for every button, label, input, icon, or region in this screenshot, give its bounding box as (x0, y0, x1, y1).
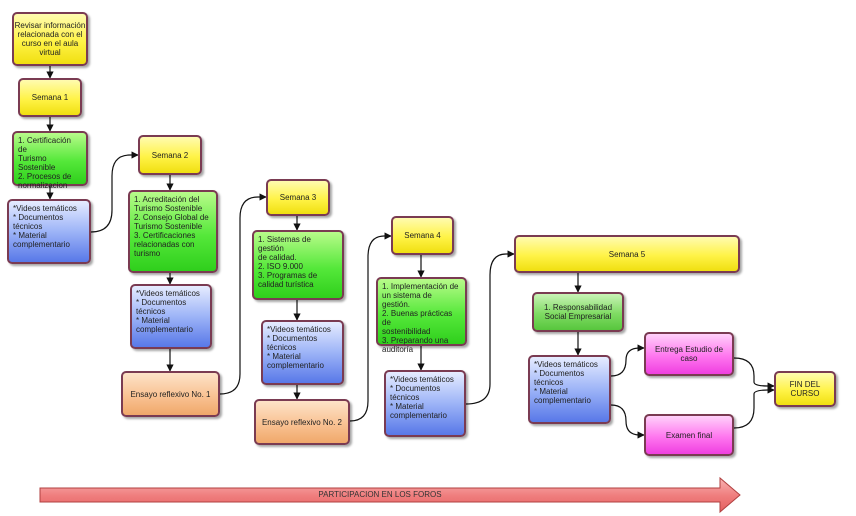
node-week-3-topics: 1. Sistemas de gestión de calidad. 2. IS… (252, 230, 344, 300)
node-week-3-materials-text: *Videos temáticos * Documentos técnicos … (267, 325, 331, 370)
node-end-of-course: FIN DEL CURSO (774, 371, 836, 407)
connector-casestudy-end (733, 357, 775, 390)
connector-w4materials-w5 (465, 250, 515, 405)
node-week-2-topics: 1. Acreditación del Turismo Sostenible 2… (128, 190, 218, 273)
node-review-course-info-text: Revisar información relacionada con el c… (14, 21, 86, 57)
node-week-1-materials-text: *Videos temáticos * Documentos técnicos … (13, 204, 77, 249)
node-week-3-text: Semana 3 (279, 193, 317, 202)
forum-banner-arrow (39, 476, 741, 514)
connector-exam-end (733, 386, 775, 429)
node-week-2-materials-text: *Videos temáticos * Documentos técnicos … (136, 289, 200, 334)
node-final-exam: Examen final (644, 414, 734, 456)
node-week-2-materials: *Videos temáticos * Documentos técnicos … (130, 284, 212, 349)
node-week-5-materials: *Videos temáticos * Documentos técnicos … (528, 355, 611, 424)
connector-w1-w2 (90, 151, 139, 233)
node-week-4-materials-text: *Videos temáticos * Documentos técnicos … (390, 375, 454, 420)
node-week-5-materials-text: *Videos temáticos * Documentos técnicos … (534, 360, 598, 405)
node-week-3-materials: *Videos temáticos * Documentos técnicos … (261, 320, 344, 385)
connector-essay2-w4 (349, 232, 392, 422)
node-review-course-info: Revisar información relacionada con el c… (12, 12, 88, 66)
node-case-study: Entrega Estudio de caso (644, 332, 734, 376)
node-week-1: Semana 1 (18, 78, 82, 117)
connector-materials-casestudy (610, 344, 645, 377)
connector-essay1-w3 (219, 193, 267, 395)
node-week-3-topics-text: 1. Sistemas de gestión de calidad. 2. IS… (258, 235, 318, 289)
node-week-5-topics-text: 1. Responsabilidad Social Empresarial (543, 303, 613, 321)
node-week-4: Semana 4 (391, 216, 454, 255)
node-week-4-text: Semana 4 (404, 231, 441, 240)
node-final-exam-text: Examen final (665, 430, 713, 440)
node-week-1-text: Semana 1 (31, 93, 69, 102)
node-week-4-topics: 1. Implementación de un sistema de gesti… (376, 277, 467, 354)
node-week-1-topics: 1. Certificación de Turismo Sostenible 2… (12, 131, 88, 190)
node-case-study-text: Entrega Estudio de caso (654, 345, 724, 363)
node-week-1-topics-text: 1. Certificación de Turismo Sostenible 2… (18, 136, 72, 190)
forum-participation-label: PARTICIPACION EN LOS FOROS (318, 490, 442, 499)
node-week-4-topics-text: 1. Implementación de un sistema de gesti… (382, 282, 459, 354)
node-end-of-course-text: FIN DEL CURSO (789, 380, 821, 398)
node-week-5: Semana 5 (514, 235, 740, 273)
node-week-5-topics: 1. Responsabilidad Social Empresarial (532, 292, 624, 332)
node-week-5-text: Semana 5 (608, 249, 646, 259)
node-week-2: Semana 2 (138, 135, 202, 175)
connector-materials-exam (610, 404, 645, 439)
node-essay-2: Ensayo reflexivo No. 2 (254, 399, 350, 445)
node-essay-2-text: Ensayo reflexivo No. 2 (261, 417, 343, 427)
node-essay-1-text: Ensayo reflexivo No. 1 (130, 389, 211, 399)
node-week-1-materials: *Videos temáticos * Documentos técnicos … (7, 199, 91, 264)
node-essay-1: Ensayo reflexivo No. 1 (121, 371, 220, 417)
node-week-2-topics-text: 1. Acreditación del Turismo Sostenible 2… (134, 195, 209, 258)
node-week-4-materials: *Videos temáticos * Documentos técnicos … (384, 370, 466, 437)
node-week-2-text: Semana 2 (151, 150, 189, 160)
node-week-3: Semana 3 (266, 179, 330, 216)
